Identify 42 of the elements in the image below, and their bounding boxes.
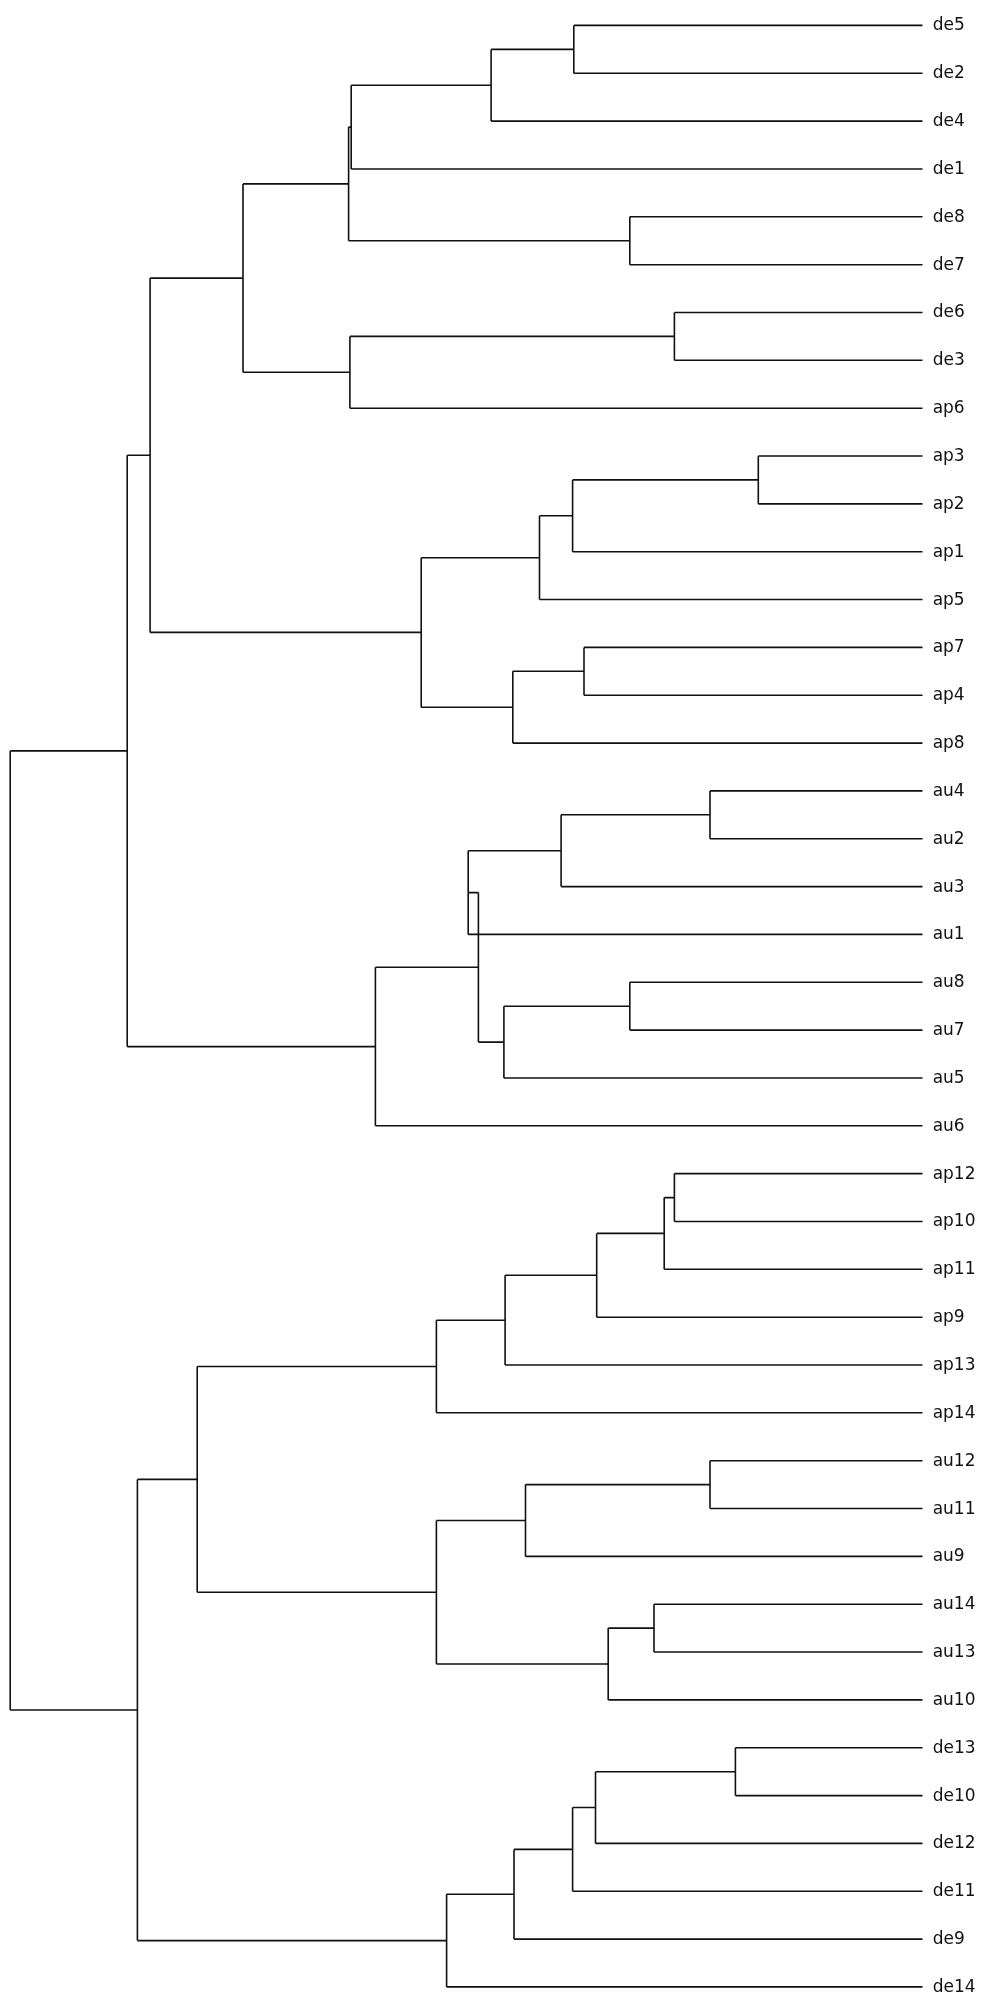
leaf-label: ap6 — [932, 397, 965, 418]
leaf-label: au13 — [932, 1641, 976, 1662]
leaf-label: au3 — [932, 875, 965, 896]
leaf-label: ap2 — [932, 492, 965, 513]
leaf-label: de7 — [932, 253, 965, 274]
leaf-label: ap11 — [932, 1258, 976, 1279]
leaf-label: ap9 — [932, 1306, 965, 1327]
leaf-label: ap14 — [932, 1401, 976, 1422]
leaf-label: ap12 — [932, 1162, 976, 1183]
leaf-label: de13 — [932, 1736, 976, 1757]
leaf-label: ap8 — [932, 732, 965, 753]
leaf-label: au5 — [932, 1066, 965, 1087]
leaf-label: au6 — [932, 1114, 965, 1135]
leaf-label: ap4 — [932, 684, 965, 705]
leaf-label: au2 — [932, 827, 965, 848]
leaf-label: au1 — [932, 923, 965, 944]
leaf-label: au11 — [932, 1497, 976, 1518]
leaf-label: de4 — [932, 110, 965, 131]
leaf-label: au8 — [932, 971, 965, 992]
leaf-label: ap3 — [932, 445, 965, 465]
leaf-label: ap5 — [932, 588, 965, 609]
leaf-label: de14 — [932, 1975, 976, 1995]
leaf-label: ap1 — [932, 540, 965, 561]
leaf-label: de1 — [932, 157, 965, 178]
leaf-label: de5 — [932, 14, 965, 35]
leaf-label: au10 — [932, 1688, 976, 1709]
leaf-label: de8 — [932, 205, 965, 226]
leaf-label: de2 — [932, 62, 965, 83]
leaf-label: ap10 — [932, 1210, 976, 1231]
leaf-label: au7 — [932, 1019, 965, 1040]
leaf-label: ap13 — [932, 1354, 976, 1374]
leaf-label: de6 — [932, 301, 965, 322]
leaf-label: au9 — [932, 1545, 965, 1566]
leaf-label: de12 — [932, 1832, 976, 1853]
leaf-label: ap7 — [932, 636, 965, 657]
leaf-label: au12 — [932, 1449, 976, 1470]
leaf-label: de11 — [932, 1880, 976, 1901]
leaf-label: au4 — [932, 779, 965, 800]
leaf-label: de3 — [932, 349, 965, 370]
leaf-label: de9 — [932, 1928, 965, 1949]
leaf-label: de10 — [932, 1784, 976, 1805]
leaf-label: au14 — [932, 1593, 976, 1614]
